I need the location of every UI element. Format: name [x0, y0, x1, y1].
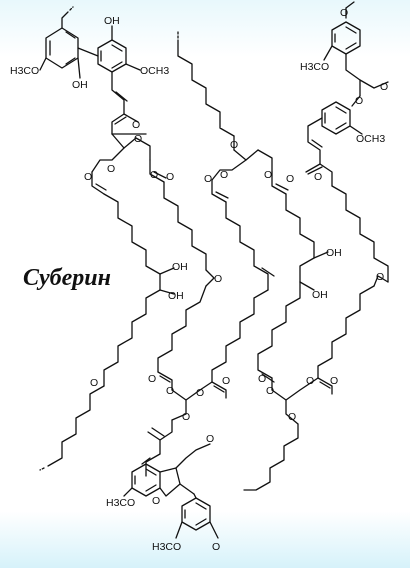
o-label: O	[204, 173, 212, 185]
o-label: O	[355, 95, 363, 107]
o-label: O	[286, 173, 294, 185]
chain-a	[39, 159, 215, 471]
bottom-glycerol-right	[243, 377, 319, 491]
epoxide-o-label: O	[214, 273, 222, 285]
o-label: O	[230, 139, 238, 151]
o-label: O	[264, 169, 272, 181]
h3co-label: H3CO	[10, 65, 39, 77]
h3co-label: H3CO	[300, 61, 329, 73]
o-label: O	[166, 171, 174, 183]
o-label: O	[222, 375, 230, 387]
o-label: O	[166, 385, 174, 397]
o-label: O	[134, 133, 142, 145]
o-label: O	[314, 171, 322, 183]
diagram-title: Суберин	[19, 265, 115, 292]
h3co-label: H3CO	[106, 497, 135, 509]
o-label: O	[206, 433, 214, 445]
o-label: O	[196, 387, 204, 399]
och3-label: OCH3	[356, 133, 385, 145]
o-label: O	[330, 375, 338, 387]
o-label: O	[220, 169, 228, 181]
o-label: O	[90, 377, 98, 389]
o-label: O	[84, 171, 92, 183]
o-label: O	[266, 385, 274, 397]
oh-label: OH	[104, 15, 120, 27]
epoxide-o-label: O	[376, 271, 384, 283]
oh-label: OH	[312, 289, 328, 301]
middle-top	[177, 29, 329, 399]
och3-label: OCH3	[140, 65, 169, 77]
o-label: O	[182, 411, 190, 423]
oh-label: OH	[326, 247, 342, 259]
oh-label: OH	[172, 261, 188, 273]
o-label: O	[258, 373, 266, 385]
h3co-label: H3CO	[152, 541, 181, 553]
oh-label: OH	[72, 79, 88, 91]
o-label: O	[150, 169, 158, 181]
o-label: O	[148, 373, 156, 385]
o-label: O	[132, 119, 140, 131]
o-label: O	[306, 375, 314, 387]
oh-label: OH	[168, 290, 184, 302]
o-label: O	[107, 163, 115, 175]
right-top-unit	[305, 1, 389, 395]
o-label: O	[380, 81, 388, 93]
o-label: O	[212, 541, 220, 553]
bottom-glycerol-left	[123, 381, 219, 539]
o-label: O	[152, 495, 160, 507]
top-left-biphenyl	[39, 6, 151, 173]
o-label: O	[340, 7, 348, 19]
o-label: O	[288, 411, 296, 423]
